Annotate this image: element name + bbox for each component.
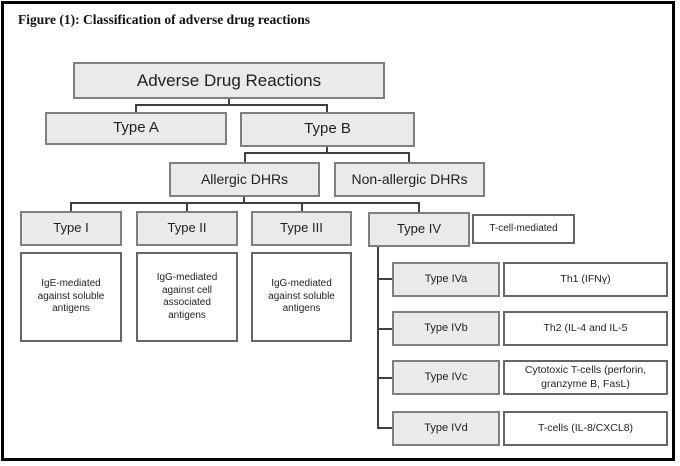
connector-type-ivb-branch xyxy=(379,328,393,330)
connector-allergic-stem xyxy=(243,196,245,203)
node-type-iva: Type IVa xyxy=(392,262,500,297)
desc-type-ivc: Cytotoxic T-cells (perforin, granzyme B,… xyxy=(503,360,668,395)
connector-type-iii-drop xyxy=(301,202,303,212)
figure-title: Figure (1): Classification of adverse dr… xyxy=(18,12,310,27)
connector-type-iv-spine xyxy=(377,246,379,429)
desc-type-i: IgE-mediated against soluble antigens xyxy=(20,252,122,342)
desc-type-iva: Th1 (IFNγ) xyxy=(503,262,668,297)
node-type-ivd: Type IVd xyxy=(392,411,500,446)
node-type-b: Type B xyxy=(240,112,415,147)
desc-type-iii: IgG-mediated against soluble antigens xyxy=(251,252,352,342)
desc-type-ii: IgG-mediated against cell associated ant… xyxy=(136,252,238,342)
connector-type-i-drop xyxy=(70,202,72,212)
label-t-cell-mediated: T-cell-mediated xyxy=(472,214,575,244)
connector-type-b-stem xyxy=(326,146,328,153)
node-type-ivb: Type IVb xyxy=(392,311,500,346)
node-type-ii: Type II xyxy=(136,211,238,246)
node-non-allergic-dhrs: Non-allergic DHRs xyxy=(334,162,485,197)
connector-type-a-drop xyxy=(135,104,137,113)
connector-allergic-drop xyxy=(244,152,246,163)
node-type-a: Type A xyxy=(45,112,227,145)
node-adverse-drug-reactions: Adverse Drug Reactions xyxy=(73,62,385,99)
node-allergic-dhrs: Allergic DHRs xyxy=(169,162,320,197)
connector-type-ivc-branch xyxy=(379,377,393,379)
connector-type-ivd-branch xyxy=(379,427,393,429)
connector-root-split xyxy=(135,104,328,106)
connector-type-iv-drop xyxy=(418,202,420,213)
node-type-iv: Type IV xyxy=(368,212,470,247)
connector-root-stem xyxy=(228,97,230,105)
connector-allergic-split xyxy=(70,202,420,204)
node-type-ivc: Type IVc xyxy=(392,360,500,395)
connector-type-iva-branch xyxy=(379,278,393,280)
connector-non-allergic-drop xyxy=(408,152,410,163)
node-type-iii: Type III xyxy=(251,211,352,246)
desc-type-ivb: Th2 (IL-4 and IL-5 xyxy=(503,311,668,346)
connector-type-b-drop xyxy=(326,104,328,113)
connector-type-ii-drop xyxy=(186,202,188,212)
connector-type-b-split xyxy=(244,152,410,154)
figure-frame xyxy=(1,1,675,461)
node-type-i: Type I xyxy=(20,211,122,246)
desc-type-ivd: T-cells (IL-8/CXCL8) xyxy=(503,411,668,446)
